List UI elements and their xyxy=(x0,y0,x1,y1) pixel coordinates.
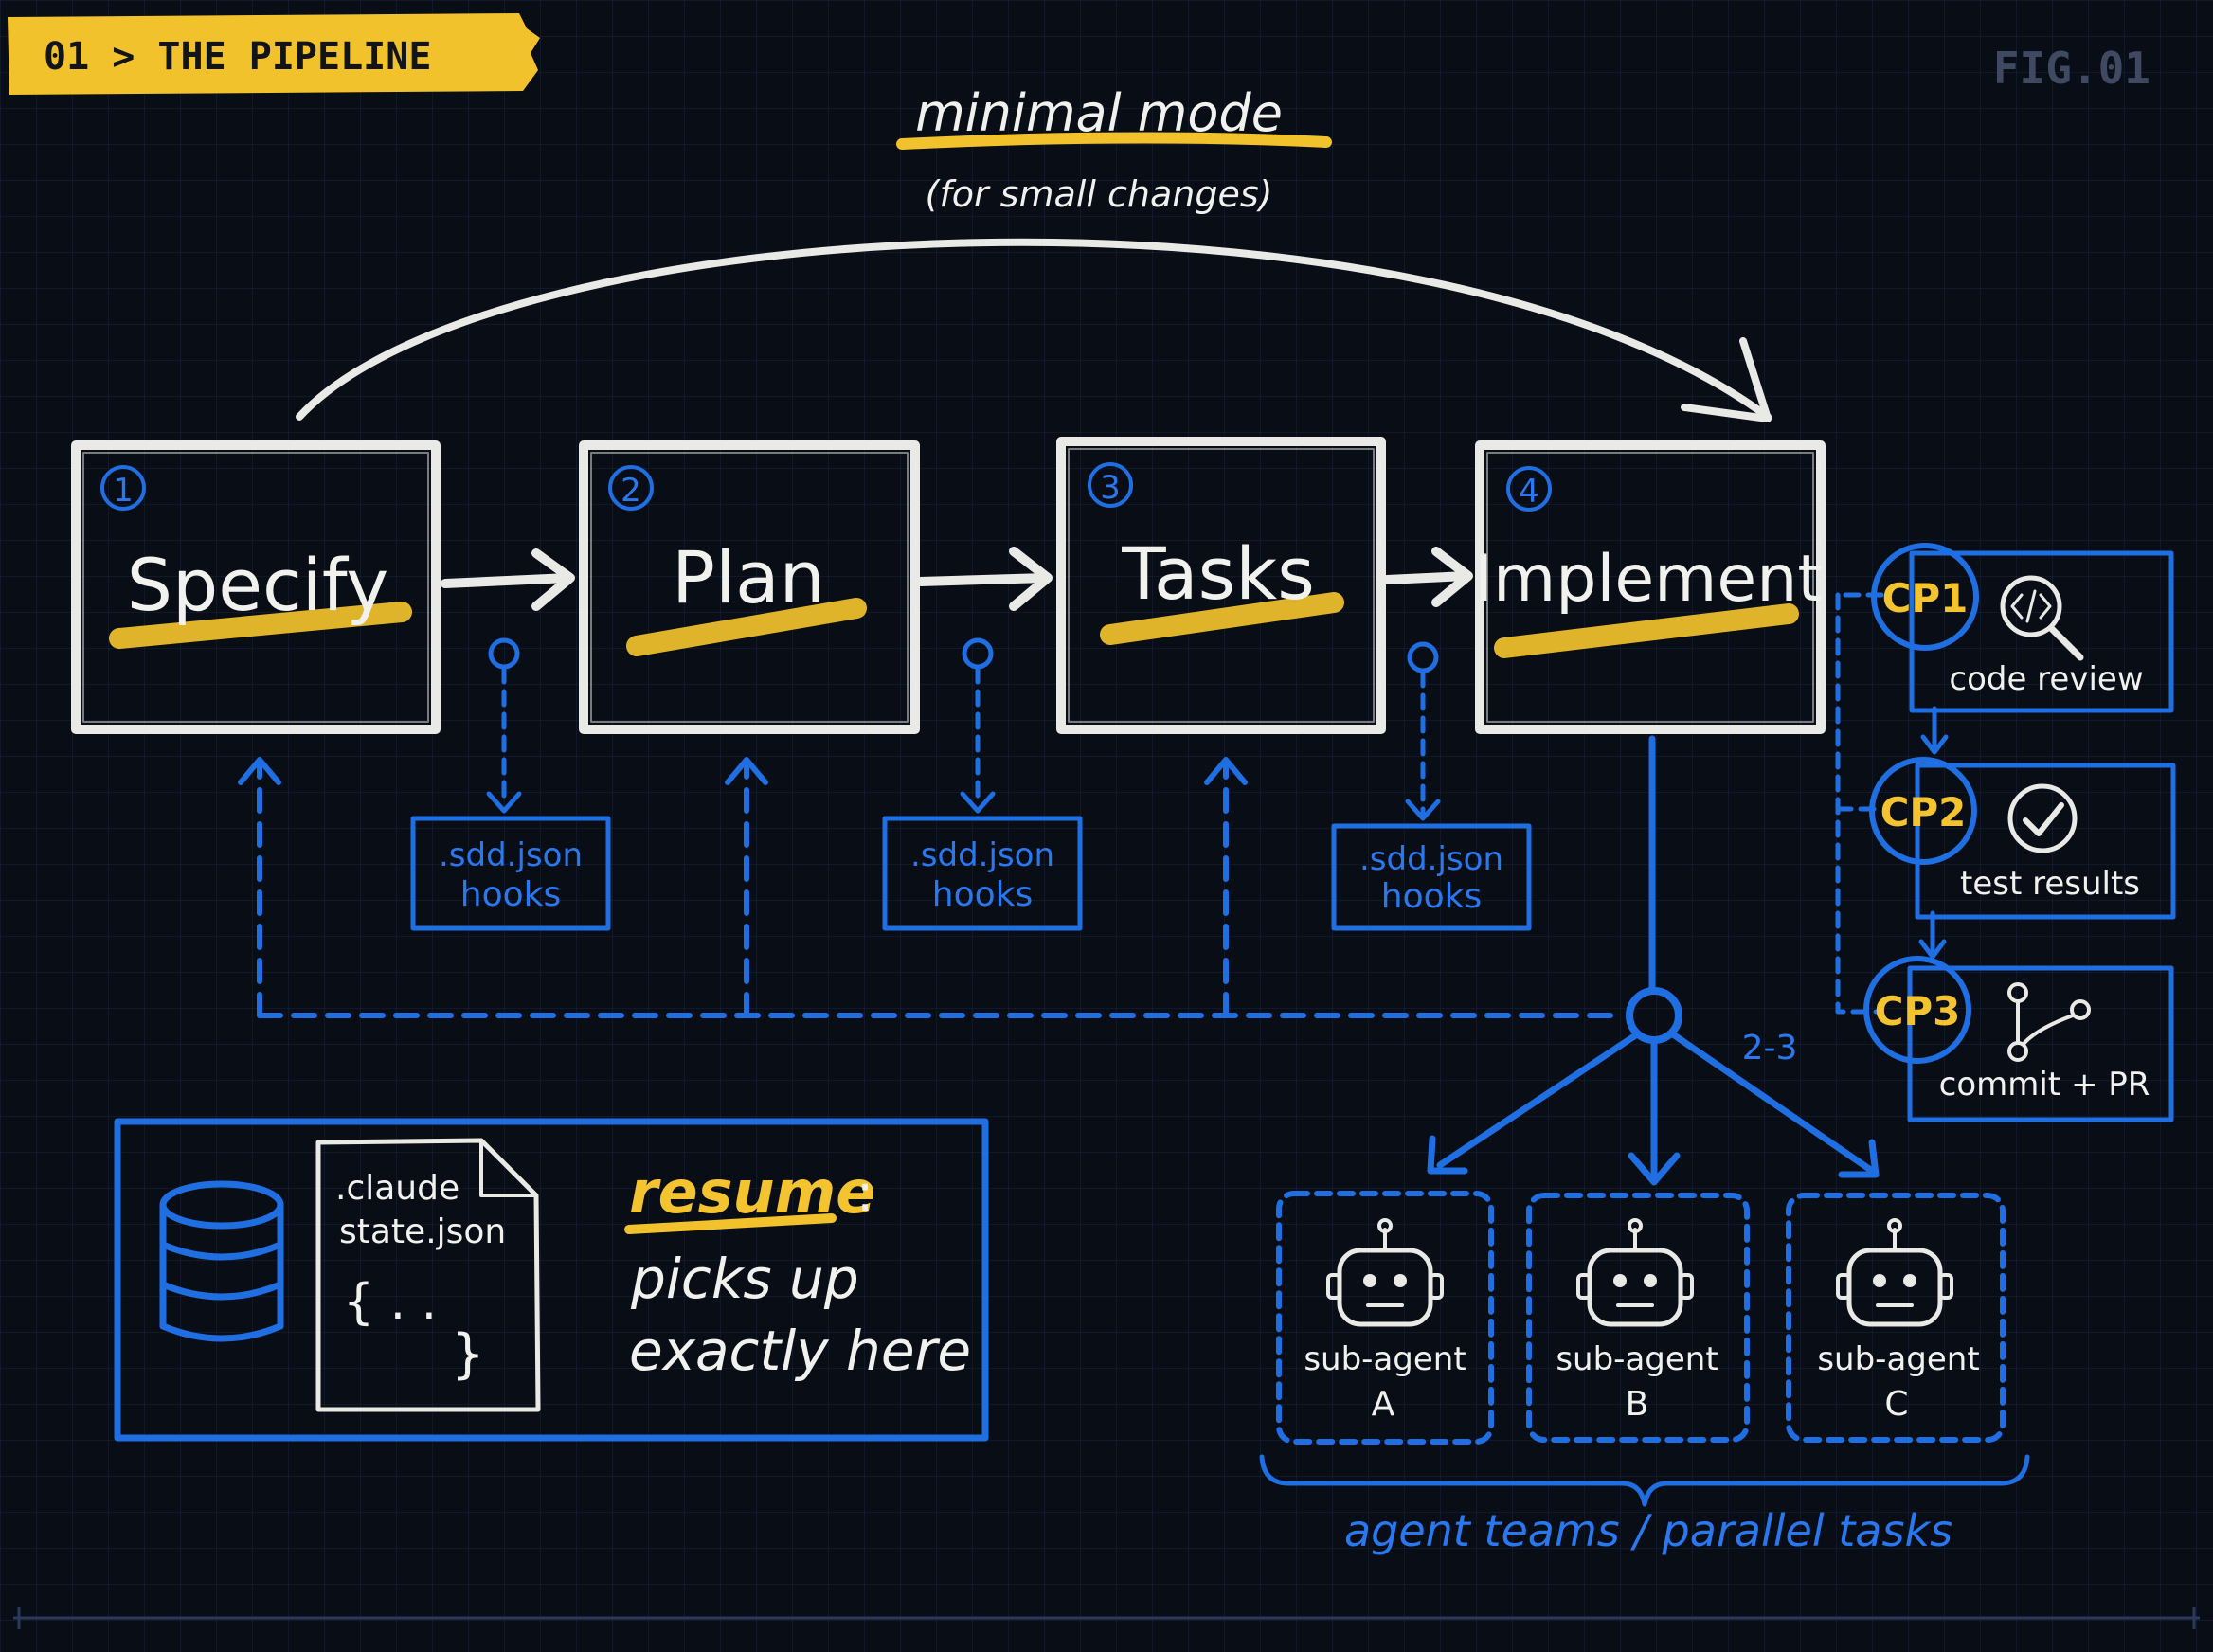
hook-file: .sdd.json xyxy=(910,836,1054,874)
hook-label: hooks xyxy=(932,875,1033,914)
agent-id: A xyxy=(1372,1385,1395,1424)
checkpoint-cp1: CP1 code review xyxy=(1871,543,2174,713)
agents-caption: agent teams / parallel tasks xyxy=(1344,1505,1952,1556)
stage-specify: 1 Specify xyxy=(71,440,441,734)
checkpoint-id: CP1 xyxy=(1882,575,1969,621)
checkpoint-cp2: CP2 test results xyxy=(1869,757,2176,920)
figure-label: FIG.01 xyxy=(1993,43,2150,94)
hook-file: .sdd.json xyxy=(439,836,583,874)
minimal-mode-subtitle: (for small changes) xyxy=(926,173,1273,215)
git-branch-icon xyxy=(2007,982,2091,1062)
stage-tasks: 3 Tasks xyxy=(1056,437,1386,734)
database-icon xyxy=(159,1180,284,1342)
feedback-loop xyxy=(238,757,1613,1018)
checkpoint-cp3: CP3 commit + PR xyxy=(1863,956,2174,1122)
flow-arrows xyxy=(441,547,1473,611)
hook-label: hooks xyxy=(1381,877,1482,916)
resume-colon: : xyxy=(856,1163,873,1223)
state-file-name: state.json xyxy=(339,1212,506,1251)
hook-file: .sdd.json xyxy=(1359,840,1503,878)
minimal-mode-label: minimal mode (for small changes) xyxy=(896,83,1332,215)
stage-number: 1 xyxy=(113,472,134,510)
agent-id: C xyxy=(1884,1385,1908,1424)
stage-label: Implement xyxy=(1474,542,1823,617)
robot-icon xyxy=(1576,1218,1694,1327)
agent-label: sub-agent xyxy=(1304,1340,1466,1378)
code-review-icon xyxy=(2000,575,2084,661)
checkpoint-label: code review xyxy=(1949,660,2143,698)
section-tag-text: 01 > THE PIPELINE xyxy=(44,35,431,79)
stage-label: Plan xyxy=(672,535,825,620)
bottom-rule-ticks xyxy=(17,1607,2196,1629)
state-file-dir: .claude xyxy=(335,1169,459,1208)
resume-keyword: resume xyxy=(629,1158,875,1227)
stage-number: 2 xyxy=(621,472,641,510)
hook-label: hooks xyxy=(460,875,561,914)
agent-id: B xyxy=(1626,1385,1649,1424)
resume-line-1: picks up xyxy=(630,1247,859,1311)
hook-connectors xyxy=(486,637,1441,821)
fanout-hub: 2-3 xyxy=(1427,735,1880,1186)
state-file-body: { . . xyxy=(343,1274,437,1331)
sub-agent-c: sub-agent C xyxy=(1786,1193,2006,1443)
state-file-icon xyxy=(315,1138,541,1412)
sub-agent-a: sub-agent A xyxy=(1276,1191,1494,1445)
stage-number: 4 xyxy=(1519,473,1539,511)
minimal-mode-title: minimal mode xyxy=(915,83,1283,143)
resume-line-2: exactly here xyxy=(629,1319,971,1383)
fanout-count: 2-3 xyxy=(1742,1029,1798,1068)
minimal-mode-bypass-arrow xyxy=(296,238,1772,422)
checkpoint-label: commit + PR xyxy=(1939,1066,2150,1104)
robot-icon xyxy=(1836,1218,1953,1327)
sub-agent-b: sub-agent B xyxy=(1526,1193,1750,1443)
stage-plan: 2 Plan xyxy=(579,440,920,734)
stage-label: Tasks xyxy=(1121,531,1315,616)
stage-label: Specify xyxy=(127,543,389,627)
state-file-close: } xyxy=(451,1323,485,1385)
stage-number: 3 xyxy=(1100,469,1121,507)
check-circle-icon xyxy=(2007,783,2078,853)
hook-box-2: .sdd.json hooks xyxy=(882,816,1083,931)
section-tag: 01 > THE PIPELINE xyxy=(8,13,540,95)
agents-brace xyxy=(1259,1454,2030,1507)
checkpoint-label: test results xyxy=(1960,865,2140,903)
resume-panel: .claude state.json { . . } resume : pick… xyxy=(114,1118,989,1442)
robot-icon xyxy=(1326,1218,1444,1327)
stage-implement: 4 Implement xyxy=(1474,440,1826,734)
checkpoint-id: CP2 xyxy=(1880,789,1967,835)
checkpoint-id: CP3 xyxy=(1875,988,1961,1034)
hook-box-1: .sdd.json hooks xyxy=(410,816,611,931)
agent-label: sub-agent xyxy=(1556,1340,1718,1378)
hook-box-3: .sdd.json hooks xyxy=(1331,823,1532,931)
agent-label: sub-agent xyxy=(1817,1340,1979,1378)
